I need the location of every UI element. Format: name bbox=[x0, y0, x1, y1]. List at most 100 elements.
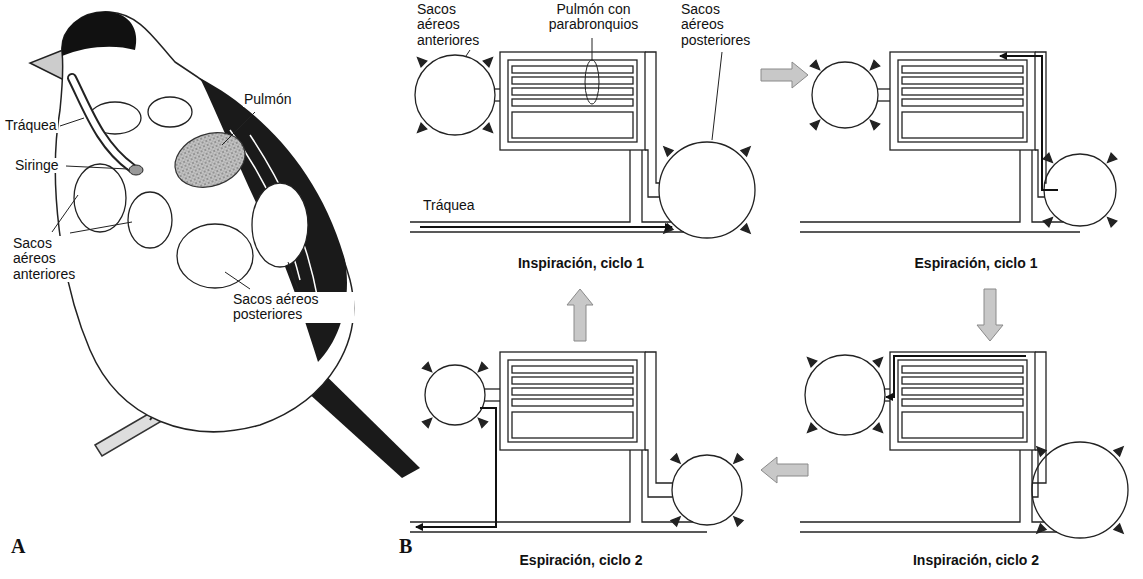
bronchus-wall bbox=[484, 400, 500, 401]
parabronchus bbox=[902, 377, 1023, 384]
bronchus-wall bbox=[1035, 52, 1046, 183]
leader-line bbox=[592, 38, 593, 60]
lung-outline bbox=[890, 352, 1035, 450]
part-label: Sacos aéreos anteriores bbox=[416, 2, 498, 48]
part-label: Pulmón con parabronquios bbox=[545, 2, 642, 33]
air-flow-arrow bbox=[420, 226, 672, 228]
part-label: Sacos aéreos posteriores bbox=[232, 292, 354, 323]
parabronchus bbox=[902, 99, 1023, 106]
parabronchus bbox=[902, 88, 1023, 95]
volume-arrow bbox=[870, 120, 879, 129]
anterior-air-sac bbox=[128, 192, 172, 248]
trachea-wall bbox=[410, 150, 630, 222]
volume-arrow bbox=[1043, 153, 1052, 162]
phase-caption: Inspiración, ciclo 1 bbox=[405, 256, 757, 271]
bronchus-wall bbox=[885, 400, 890, 401]
volume-arrow bbox=[664, 147, 673, 156]
volume-arrow bbox=[671, 454, 680, 463]
leader-line bbox=[222, 112, 255, 145]
flow-panel bbox=[410, 52, 755, 238]
part-label: Siringe bbox=[14, 158, 60, 173]
lung bbox=[167, 123, 252, 196]
volume-arrow bbox=[870, 60, 879, 69]
anterior-air-sac bbox=[148, 97, 192, 127]
lung-outline bbox=[500, 352, 645, 450]
part-label: Tráquea bbox=[4, 118, 58, 133]
volume-arrow bbox=[808, 423, 817, 432]
trachea-wall bbox=[800, 450, 1020, 522]
volume-arrow bbox=[741, 147, 750, 156]
panel-letter: A bbox=[10, 535, 26, 557]
volume-arrow bbox=[1108, 218, 1117, 227]
trachea-wall bbox=[800, 231, 1080, 232]
bronchus-wall bbox=[484, 388, 500, 389]
volume-arrow bbox=[810, 120, 819, 129]
cycle-panel: Espiración, ciclo 1 bbox=[812, 40, 1140, 285]
volume-arrow bbox=[1114, 447, 1123, 456]
black-cap bbox=[62, 12, 136, 56]
trachea-wall bbox=[410, 531, 707, 532]
trachea-wall bbox=[642, 150, 671, 222]
bronchus-wall bbox=[495, 100, 500, 101]
bronchus-wall bbox=[645, 450, 673, 497]
bronchus-wall bbox=[645, 52, 660, 183]
posterior-air-sac bbox=[659, 142, 755, 238]
parabronchus bbox=[512, 377, 633, 384]
phase-caption: Espiración, ciclo 2 bbox=[405, 553, 757, 568]
bronchus-wall bbox=[645, 150, 660, 197]
trachea-wall bbox=[800, 150, 1020, 222]
trachea-wall bbox=[800, 531, 1057, 532]
leader-line bbox=[70, 222, 132, 233]
parabronchus bbox=[512, 388, 633, 395]
trachea-wall bbox=[1032, 150, 1064, 222]
air-flow-arrow bbox=[886, 356, 1026, 397]
volume-arrow bbox=[671, 517, 680, 526]
volume-arrow bbox=[1037, 447, 1046, 456]
leader-line bbox=[288, 262, 298, 289]
syrinx bbox=[129, 165, 143, 175]
volume-arrow bbox=[483, 123, 492, 132]
leader-line bbox=[712, 52, 722, 140]
cycle-arrow bbox=[761, 62, 808, 88]
volume-arrow bbox=[478, 362, 487, 371]
schematic-panels bbox=[410, 52, 1128, 538]
lung-inner bbox=[508, 60, 637, 142]
volume-arrow bbox=[478, 418, 487, 427]
parabronchus bbox=[902, 77, 1023, 84]
flow-panel bbox=[800, 52, 1117, 232]
volume-arrow bbox=[1037, 524, 1046, 533]
leader-line bbox=[52, 195, 78, 232]
lung-outline bbox=[500, 52, 645, 150]
bronchus-wall bbox=[495, 88, 500, 89]
flow-panel bbox=[410, 352, 743, 532]
volume-arrow bbox=[734, 517, 743, 526]
volume-arrow bbox=[810, 60, 819, 69]
lung-inner bbox=[898, 360, 1027, 442]
posterior-air-sac bbox=[672, 455, 742, 525]
air-flow-arrow bbox=[1000, 56, 1058, 190]
volume-arrow bbox=[808, 358, 817, 367]
volume-arrow bbox=[422, 362, 431, 371]
trachea-wall bbox=[642, 450, 693, 522]
volume-arrow bbox=[1114, 524, 1123, 533]
leader-line bbox=[60, 118, 84, 126]
parabronchus bbox=[902, 366, 1023, 373]
trachea bbox=[72, 78, 132, 168]
part-label: Sacos aéreos posteriores bbox=[680, 2, 762, 48]
anterior-air-sac bbox=[805, 355, 885, 435]
cycle-panel: Inspiración, ciclo 2 bbox=[812, 345, 1140, 577]
lung-outline bbox=[890, 52, 1035, 150]
posterior-air-sac bbox=[252, 183, 308, 267]
cycle-panel: Espiración, ciclo 2 bbox=[405, 345, 757, 577]
bronchus-wall bbox=[1033, 450, 1038, 497]
parabronchus bbox=[902, 388, 1023, 395]
volume-arrow bbox=[418, 123, 427, 132]
leader-line bbox=[66, 166, 128, 169]
part-label: Pulmón bbox=[243, 92, 292, 107]
mesobronchus bbox=[512, 412, 633, 438]
trachea-wall bbox=[410, 450, 630, 522]
trachea bbox=[72, 78, 132, 168]
volume-arrow bbox=[1108, 153, 1117, 162]
bronchus-wall bbox=[885, 388, 890, 389]
flow-panel bbox=[800, 352, 1128, 538]
